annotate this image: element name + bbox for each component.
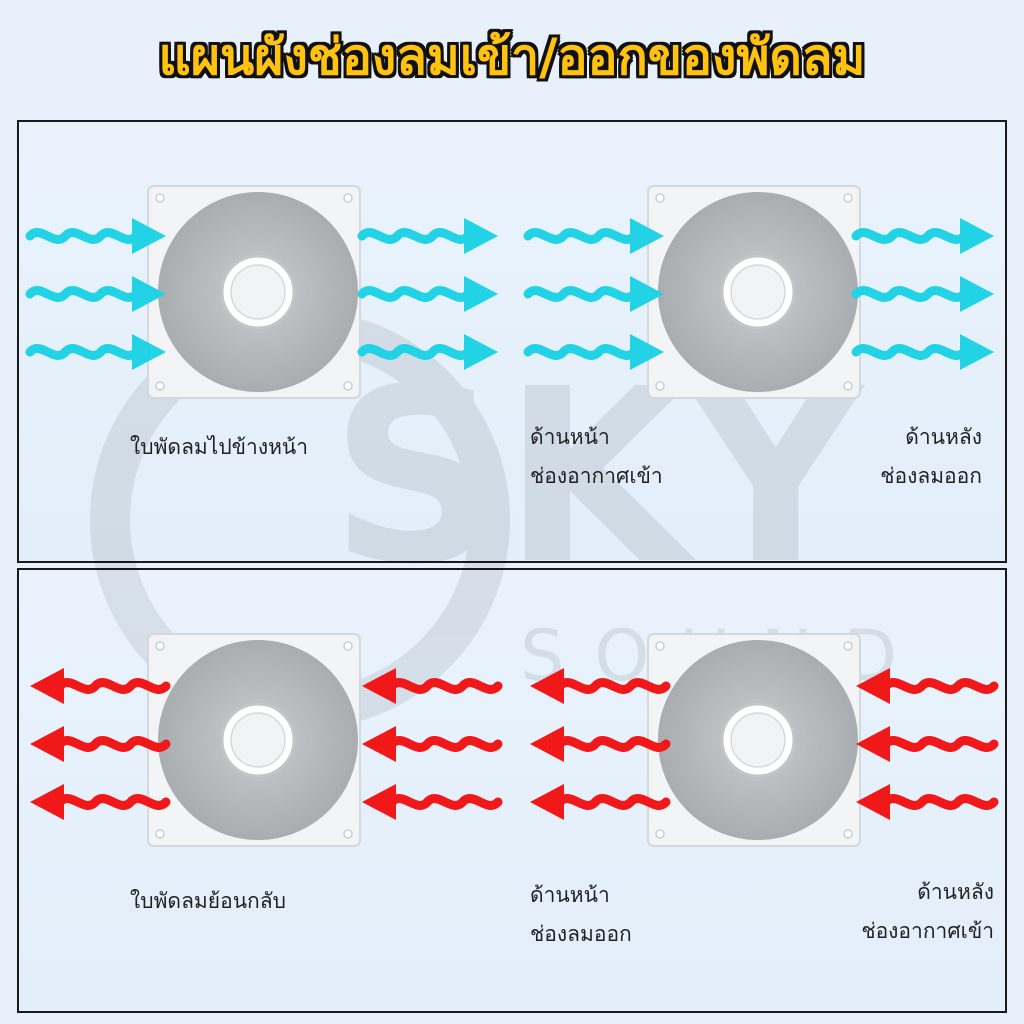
exhaust-arrow-icon [30, 784, 171, 820]
panel1-back-label: ด้านหลัง ช่องลมออก [880, 418, 982, 496]
panel2-back-role: ช่องอากาศเข้า [861, 919, 994, 943]
intake-arrow-icon [25, 276, 166, 312]
exhaust-arrow-icon [856, 784, 999, 820]
panel1-back-role: ช่องลมออก [880, 464, 982, 488]
intake-arrow-icon [851, 276, 994, 312]
exhaust-arrow-icon [30, 726, 171, 762]
intake-arrow-icon [357, 276, 498, 312]
fan-icon [647, 633, 861, 847]
fan-icon [147, 633, 361, 847]
panel2-front-role: ช่องลมออก [530, 922, 632, 946]
panel1-fan-label: ใบพัดลมไปข้างหน้า [130, 435, 309, 459]
panel1-front-label: ด้านหน้า ช่องอากาศเข้า [530, 418, 663, 496]
intake-arrow-icon [25, 218, 166, 254]
exhaust-arrow-icon [362, 668, 503, 704]
exhaust-arrow-icon [530, 726, 671, 762]
intake-arrow-icon [357, 218, 498, 254]
panel2-front-label: ด้านหน้า ช่องลมออก [530, 876, 632, 954]
intake-arrow-icon [851, 218, 994, 254]
panel1-front-role: ช่องอากาศเข้า [530, 464, 663, 488]
intake-arrow-icon [523, 334, 664, 370]
panel2-back-label: ด้านหลัง ช่องอากาศเข้า [861, 873, 994, 951]
fan-icon [147, 185, 361, 399]
intake-arrow-icon [25, 334, 166, 370]
exhaust-arrow-icon [856, 668, 999, 704]
intake-arrow-icon [851, 334, 994, 370]
page-title: แผนผังช่องลมเข้า/ออกของพัดลม [158, 28, 866, 86]
intake-arrow-icon [523, 218, 664, 254]
exhaust-arrow-icon [530, 668, 671, 704]
exhaust-arrow-icon [362, 784, 503, 820]
panel1-front-side: ด้านหน้า [530, 425, 610, 449]
exhaust-arrow-icon [362, 726, 503, 762]
panel2-front-side: ด้านหน้า [530, 883, 610, 907]
fan-icon [647, 185, 861, 399]
panel1-back-side: ด้านหลัง [905, 425, 982, 449]
intake-arrow-icon [357, 334, 498, 370]
panel2-back-side: ด้านหลัง [917, 880, 994, 904]
exhaust-arrow-icon [530, 784, 671, 820]
panel2-fan-label: ใบพัดลมย้อนกลับ [130, 889, 286, 913]
intake-arrow-icon [523, 276, 664, 312]
exhaust-arrow-icon [30, 668, 171, 704]
exhaust-arrow-icon [856, 726, 999, 762]
